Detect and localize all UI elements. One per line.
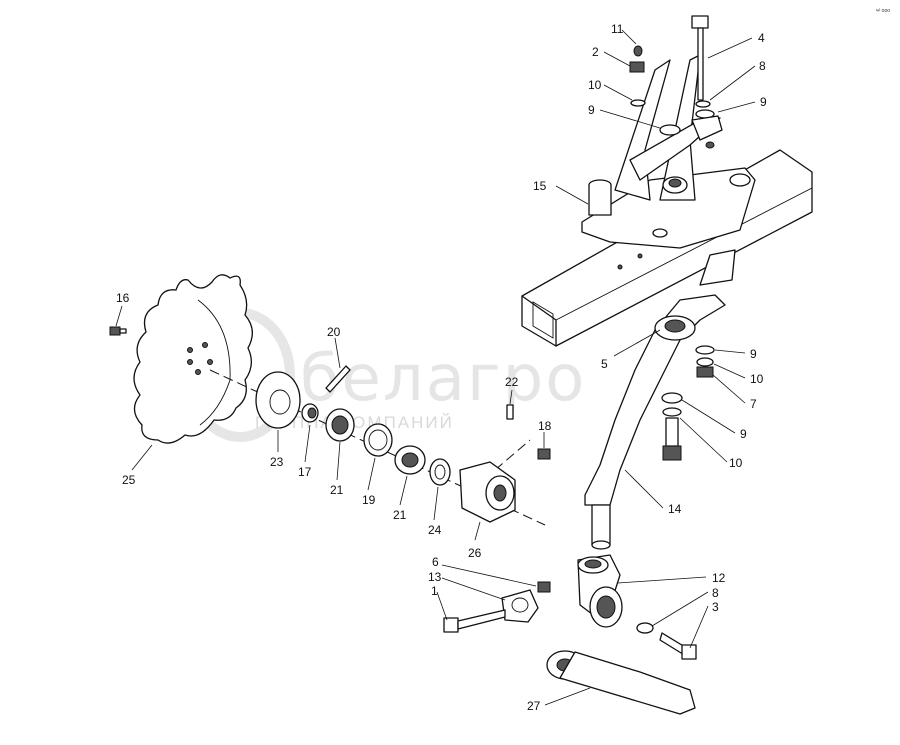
callout-26: 26 <box>468 546 482 560</box>
callout-11: 11 <box>611 22 624 36</box>
callout-10: 10 <box>588 78 602 92</box>
callout-16: 16 <box>116 291 130 305</box>
callout-4: 4 <box>758 31 765 45</box>
callout-10: 10 <box>729 456 743 470</box>
seal-ring <box>363 423 393 457</box>
callout-13: 13 <box>428 570 442 584</box>
callout-22: 22 <box>505 375 519 389</box>
callout-9: 9 <box>740 427 747 441</box>
spring-tine <box>546 650 696 715</box>
callout-7: 7 <box>750 397 757 411</box>
callout-20: 20 <box>327 325 341 339</box>
clamp-bolt <box>443 609 506 633</box>
callout-15: 15 <box>533 179 547 193</box>
callout-19: 19 <box>362 493 376 507</box>
callout-9: 9 <box>750 347 757 361</box>
hex-nut <box>537 448 551 460</box>
long-bolt <box>691 15 723 141</box>
callout-10: 10 <box>750 372 764 386</box>
small-bolt <box>109 326 127 336</box>
callout-2: 2 <box>592 45 599 59</box>
callout-3: 3 <box>712 600 719 614</box>
flange-plate <box>255 371 301 429</box>
lip-seal <box>429 458 451 486</box>
nut-washer-stack-top <box>629 45 681 136</box>
callout-17: 17 <box>298 465 312 479</box>
callout-1: 1 <box>431 584 438 598</box>
pivot-housing <box>577 554 623 628</box>
mounting-bracket <box>581 54 756 286</box>
wheel-hub <box>459 461 516 523</box>
callout-23: 23 <box>270 455 284 469</box>
leader-lines <box>115 29 756 706</box>
callout-8: 8 <box>712 586 719 600</box>
callout-9: 9 <box>760 95 767 109</box>
watermark-brand: белагро <box>300 342 586 416</box>
callout-27: 27 <box>527 699 541 713</box>
callout-5: 5 <box>601 357 608 371</box>
callout-24: 24 <box>428 523 442 537</box>
callout-8: 8 <box>759 59 766 73</box>
corner-mark: ч² ооо <box>876 8 890 14</box>
clamp-block <box>501 581 551 623</box>
callout-12: 12 <box>712 571 726 585</box>
callout-18: 18 <box>538 419 552 433</box>
bearing-outer <box>325 408 355 442</box>
lower-bolt <box>636 622 697 660</box>
bearing-inner <box>394 445 426 475</box>
callout-25: 25 <box>122 473 136 487</box>
scalloped-disc <box>133 274 253 444</box>
callout-21: 21 <box>393 508 407 522</box>
disc-arm <box>584 294 726 550</box>
grease-fitting <box>506 404 514 420</box>
fasteners-right <box>661 345 715 461</box>
cotter-pin <box>325 365 351 393</box>
bolt-axis <box>494 439 531 471</box>
callout-labels: 11 2 10 9 4 8 9 15 16 20 22 18 25 23 17 … <box>116 22 767 713</box>
castle-nut <box>301 403 319 423</box>
callout-9: 9 <box>588 103 595 117</box>
callout-6: 6 <box>432 555 439 569</box>
callout-14: 14 <box>668 502 682 516</box>
callout-21: 21 <box>330 483 344 497</box>
